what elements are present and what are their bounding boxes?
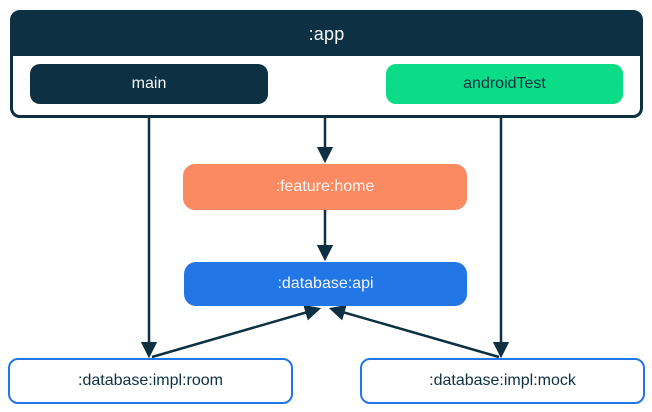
node-database-impl-mock: :database:impl:mock: [360, 358, 645, 404]
node-database-api: :database:api: [184, 262, 467, 306]
edge-mock-to-database-api: [328, 304, 500, 359]
node-source-set-androidtest: androidTest: [386, 64, 623, 104]
node-source-set-main: main: [30, 64, 268, 104]
node-app-label: :app: [308, 24, 345, 44]
node-database-impl-room: :database:impl:room: [8, 358, 293, 404]
node-feature-home: :feature:home: [183, 164, 467, 210]
edge-room-to-database-api: [151, 304, 322, 359]
node-app-header: :app: [13, 13, 640, 56]
